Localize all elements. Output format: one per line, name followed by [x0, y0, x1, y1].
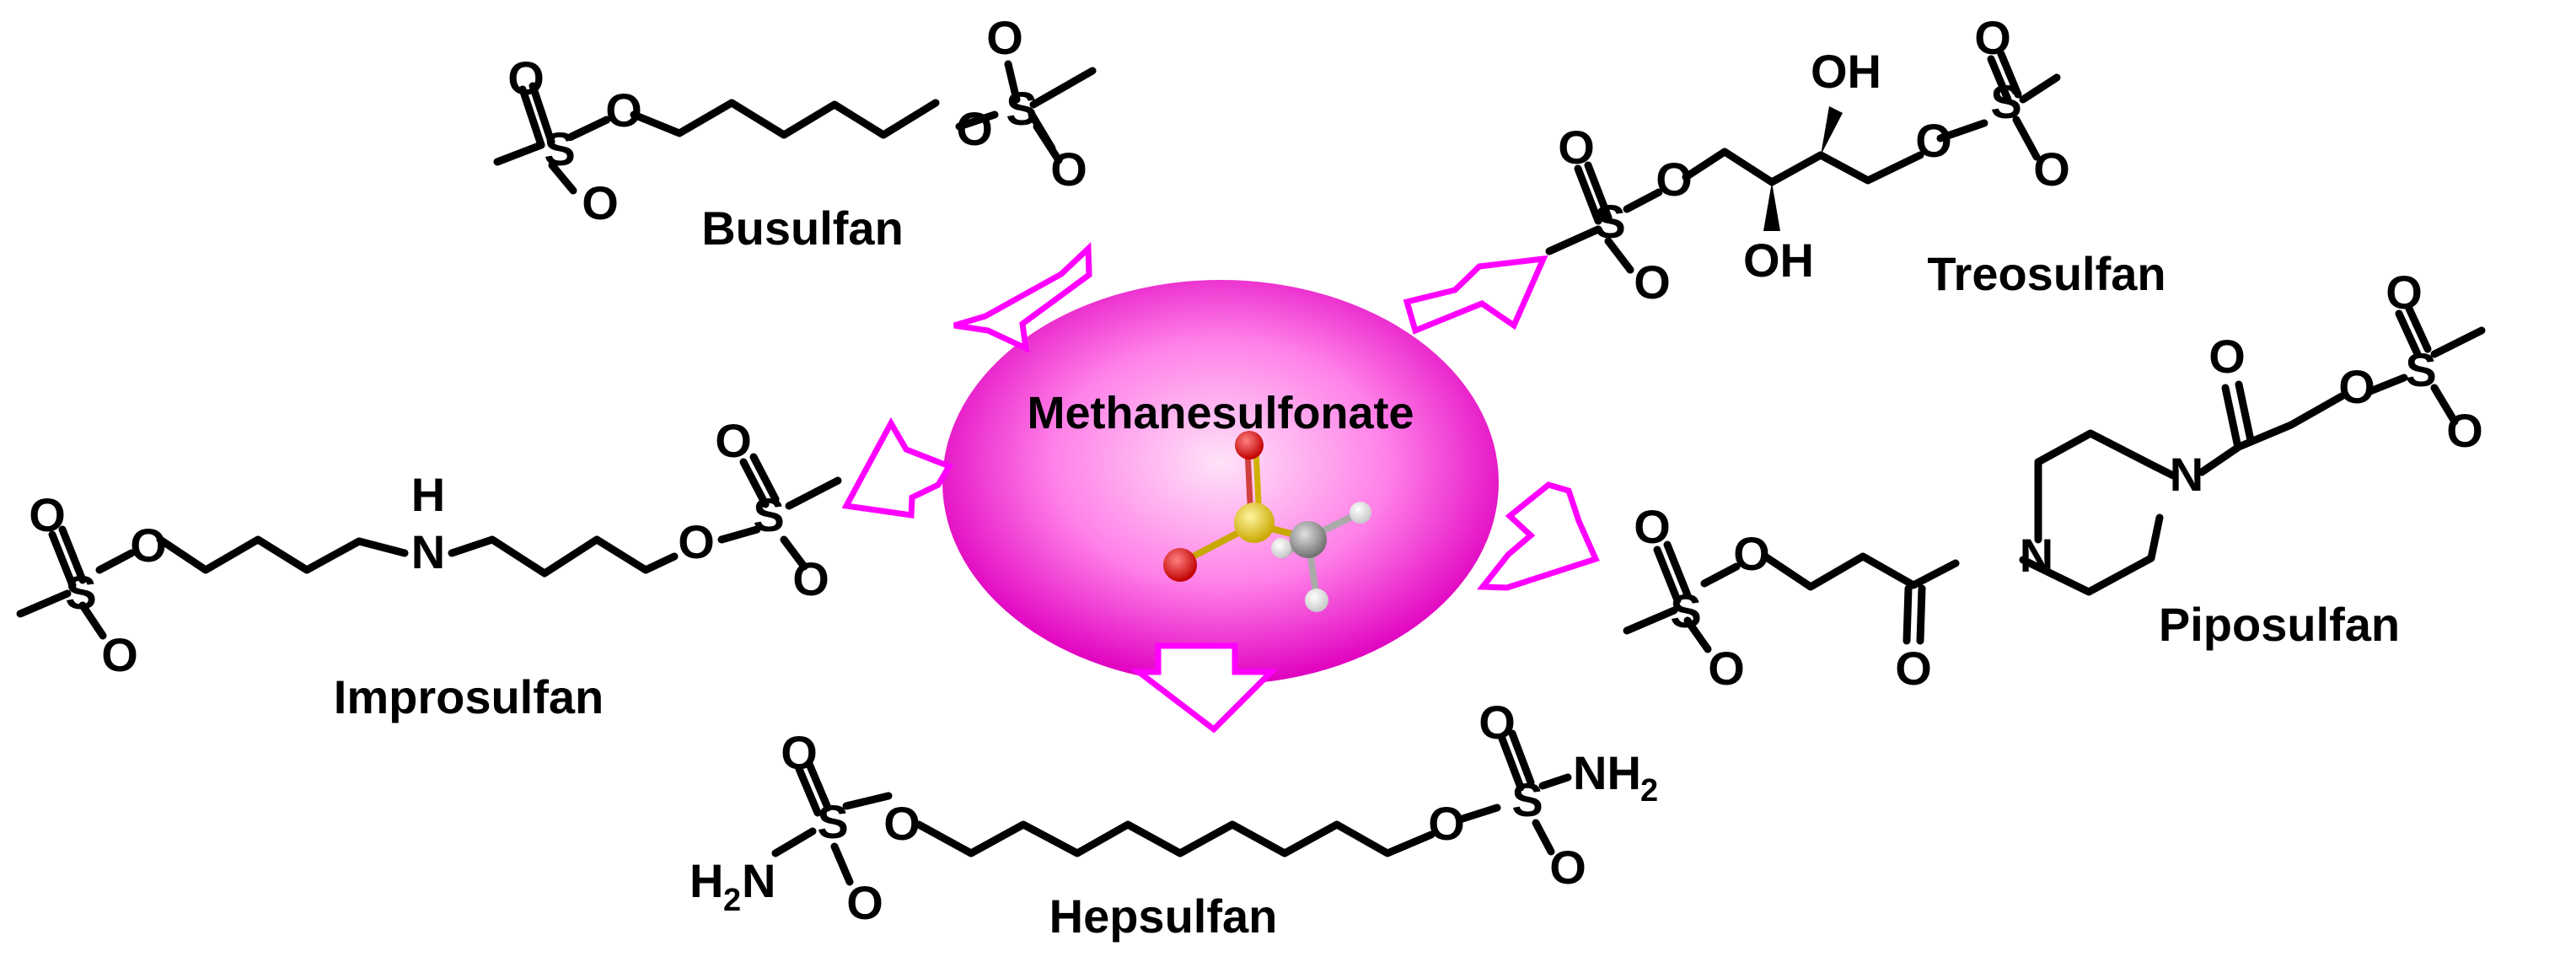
improsulfan-name: Improsulfan [334, 670, 604, 723]
hepsulfan-structure [771, 729, 1572, 886]
sulfur-atom: S [1594, 195, 1625, 248]
hydroxyl-group: OH [1743, 234, 1814, 287]
ball-and-stick-molecule-icon [1163, 431, 1371, 612]
oxygen-atom: O [1915, 114, 1952, 167]
amine-subscript: 2 [1640, 773, 1658, 809]
hollow-arrow-icon [841, 417, 954, 519]
sulfur-atom: S [1670, 584, 1701, 637]
oxygen-atom: O [2208, 330, 2246, 383]
oxygen-atom: O [1428, 797, 1465, 850]
oxygen-atom: O [956, 102, 993, 155]
hollow-arrow-icon [953, 242, 1092, 353]
oxygen-atom: O [678, 515, 715, 568]
improsulfan-atoms: O S O O H N O O S O [29, 414, 829, 681]
oxygen-atom: O [101, 628, 138, 681]
sulfur-atom: S [1990, 75, 2021, 128]
oxygen-atom: O [1708, 642, 1745, 695]
oxygen-atom: O [715, 414, 752, 467]
amine-group: H [690, 854, 723, 907]
center-label: Methanesulfonate [1027, 388, 1414, 438]
sulfur-atom: S [1006, 82, 1037, 135]
sulfur-atom: S [544, 122, 575, 175]
oxygen-atom: O [507, 51, 545, 105]
oxygen-atom: O [1479, 696, 1516, 749]
hydroxyl-group: OH [1811, 45, 1881, 98]
nitrogen-atom: N [411, 525, 445, 578]
piposulfan-structure [1623, 304, 2486, 653]
treosulfan-structure [1545, 50, 2061, 274]
nitrogen-atom: N [2020, 529, 2053, 582]
hepsulfan-atoms: O S O O H 2 N O O S O NH 2 [690, 696, 1658, 929]
amine-group: NH [1573, 746, 1641, 799]
oxygen-atom: O [2446, 404, 2483, 457]
oxygen-atom: O [1549, 841, 1586, 894]
oxygen-atom: O [2338, 360, 2375, 413]
busulfan-structure [493, 60, 1097, 195]
oxygen-atom: O [883, 797, 920, 850]
nitrogen-atom: N [2170, 448, 2203, 501]
piposulfan-name: Piposulfan [2159, 598, 2400, 651]
sulfur-atom: S [1511, 773, 1543, 826]
oxygen-atom: O [1656, 153, 1693, 206]
treosulfan-name: Treosulfan [1927, 247, 2165, 300]
oxygen-atom: O [1974, 11, 2011, 64]
piposulfan-atoms: O S O O O N N O O O S O [1634, 266, 2483, 695]
oxygen-atom: O [29, 488, 66, 541]
hollow-arrow-icon [1403, 255, 1548, 335]
busulfan-name: Busulfan [701, 202, 904, 255]
oxygen-atom: O [1634, 255, 1671, 309]
oxygen-atom: O [1634, 500, 1671, 553]
oxygen-atom: O [605, 83, 642, 137]
oxygen-atom: O [1895, 642, 1932, 695]
oxygen-atom: O [2385, 266, 2423, 319]
sulfur-atom: S [817, 795, 848, 848]
oxygen-atom: O [2033, 142, 2070, 196]
sulfur-atom: S [65, 566, 96, 619]
oxygen-atom: O [1558, 121, 1595, 174]
hollow-arrow-icon [1476, 481, 1600, 591]
sulfur-atom: S [2405, 343, 2436, 396]
improsulfan-structure [16, 453, 842, 640]
amine-group: N [742, 854, 775, 907]
oxygen-atom: O [1733, 527, 1770, 580]
hepsulfan-name: Hepsulfan [1049, 889, 1278, 943]
oxygen-atom: O [1050, 142, 1087, 196]
oxygen-atom: O [986, 11, 1023, 64]
central-ellipse [942, 280, 1499, 685]
hollow-arrow-icon [1130, 642, 1279, 734]
oxygen-atom: O [781, 726, 818, 779]
oxygen-atom: O [846, 876, 883, 929]
treosulfan-atoms: O S O O OH OH O O S O [1558, 11, 2070, 309]
busulfan-atoms: O S O O O O S O [507, 11, 1087, 229]
oxygen-atom: O [130, 519, 167, 572]
sulfur-atom: S [753, 488, 784, 541]
amine-subscript: 2 [723, 883, 741, 918]
hydrogen-atom: H [411, 468, 445, 521]
oxygen-atom: O [582, 176, 619, 229]
oxygen-atom: O [792, 552, 829, 605]
